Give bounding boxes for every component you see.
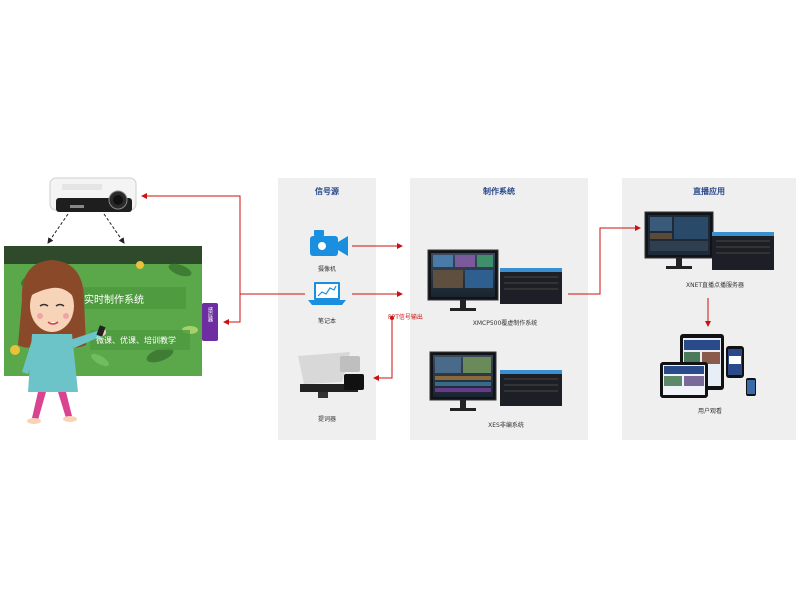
user-devices-icon xyxy=(660,334,756,398)
xnet-label: XNET直播点播服务器 xyxy=(685,282,745,289)
sensor-label: 感应器 xyxy=(207,307,213,322)
xes-label: XES非编系统 xyxy=(488,422,524,429)
camera-label: 摄像机 xyxy=(317,266,336,273)
teacher-illustration xyxy=(18,260,106,424)
users-label: 用户观看 xyxy=(697,408,722,415)
sensor-box: 感应器 xyxy=(202,303,218,341)
projector-icon xyxy=(49,177,137,212)
prompter-label: 提词器 xyxy=(317,416,336,423)
xmcp-label: XMCP500覆虚制作系统 xyxy=(472,320,538,327)
xnet-server-icon xyxy=(644,211,774,270)
screen-subtitle: 微课、优课、培训教学 xyxy=(96,336,176,345)
camera-icon xyxy=(310,230,348,256)
broadcast-panel-title: 直播应用 xyxy=(693,187,725,196)
laptop-icon xyxy=(308,282,346,305)
teleprompter-icon xyxy=(298,352,364,398)
xes-workstation-icon xyxy=(429,351,562,411)
production-panel-title: 制作系统 xyxy=(483,187,515,196)
laptop-label: 笔记本 xyxy=(317,318,336,325)
xmcp-workstation-icon xyxy=(427,249,562,311)
screen-title: 实时制作系统 xyxy=(84,295,144,306)
ppt-output-label: PPT信号输出 xyxy=(388,314,423,321)
source-panel-title: 信号源 xyxy=(315,187,339,196)
